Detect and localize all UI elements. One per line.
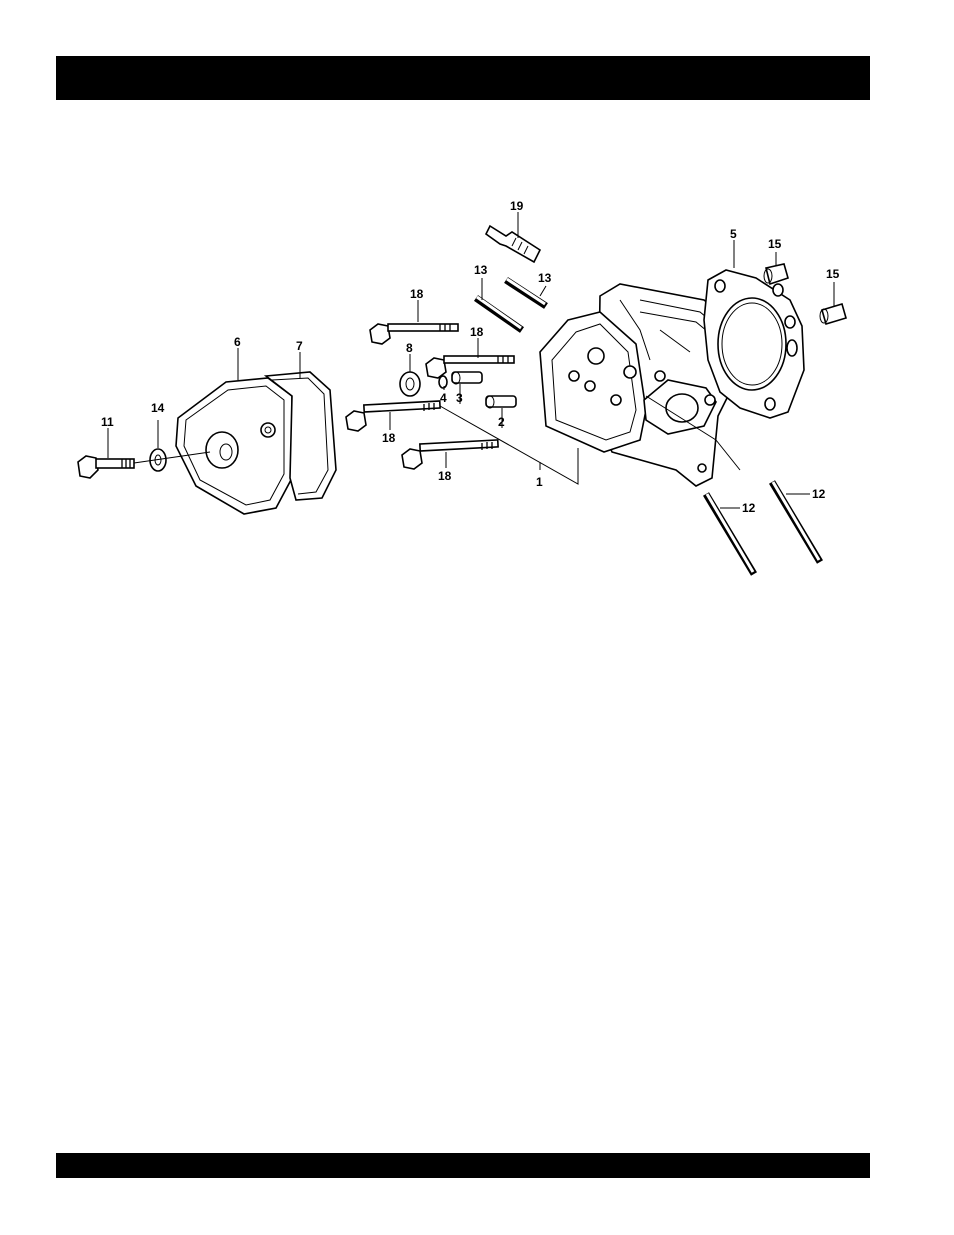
callout-3: 3: [456, 391, 463, 405]
part-6-head-cover: [176, 378, 292, 514]
callout-6: 6: [234, 335, 241, 349]
callout-15b: 15: [826, 267, 840, 281]
part-15-dowel-1: [764, 264, 788, 284]
part-11-bolt: [78, 456, 134, 478]
callout-2: 2: [498, 415, 505, 429]
callout-13a: 13: [474, 263, 488, 277]
callout-1: 1: [536, 475, 543, 489]
callout-18a: 18: [410, 287, 424, 301]
part-15-dowel-2: [820, 304, 846, 324]
part-18-bolt-3: [346, 401, 440, 431]
callout-12a: 12: [742, 501, 756, 515]
callout-13b: 13: [538, 271, 552, 285]
callout-11: 11: [101, 415, 114, 429]
callout-18d: 18: [438, 469, 452, 483]
callout-19: 19: [510, 199, 524, 213]
callout-7: 7: [296, 339, 303, 353]
callout-14: 14: [151, 401, 165, 415]
callout-4: 4: [440, 391, 447, 405]
callout-18b: 18: [470, 325, 484, 339]
part-2-dowel: [486, 396, 516, 408]
part-18-bolt-1: [370, 324, 458, 344]
footer-bar: [56, 1153, 870, 1178]
part-3-dowel: [452, 372, 482, 384]
part-4-ring: [439, 376, 447, 388]
callout-15a: 15: [768, 237, 782, 251]
part-8-seal: [400, 372, 420, 396]
callout-18c: 18: [382, 431, 396, 445]
part-1-cylinder-head: [540, 284, 732, 486]
callout-5: 5: [730, 227, 737, 241]
callout-8: 8: [406, 341, 413, 355]
part-19-spark-plug: [486, 226, 540, 262]
callout-12b: 12: [812, 487, 826, 501]
part-18-bolt-4: [402, 440, 498, 469]
